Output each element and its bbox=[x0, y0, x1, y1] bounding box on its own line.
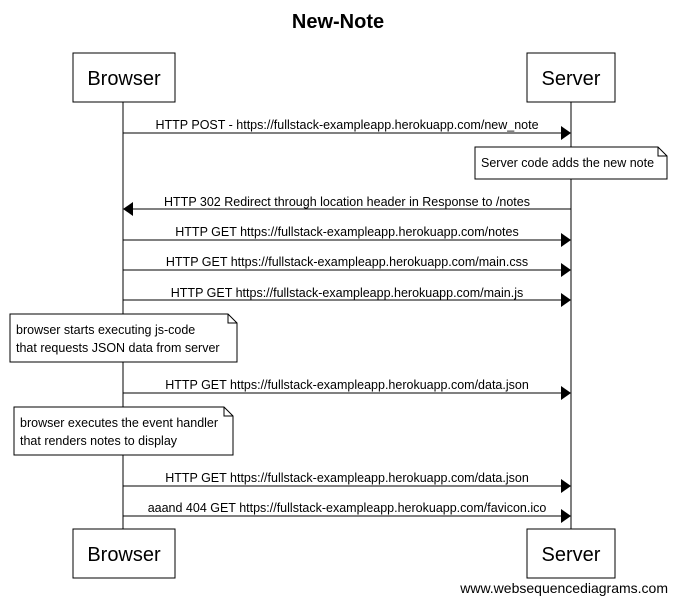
message-get-data-json-label: HTTP GET https://fullstack-exampleapp.he… bbox=[165, 378, 529, 392]
message-new-note-post-label: HTTP POST - https://fullstack-exampleapp… bbox=[155, 118, 538, 132]
note-server-adds-note: Server code adds the new note bbox=[474, 146, 668, 180]
arrowhead-right bbox=[561, 126, 571, 140]
note-browser-executes-js-line-1: browser starts executing js-code bbox=[16, 323, 195, 337]
message-302-redirect: HTTP 302 Redirect through location heade… bbox=[123, 195, 571, 216]
message-get-favicon: aaand 404 GET https://fullstack-examplea… bbox=[123, 501, 571, 523]
message-302-redirect-label: HTTP 302 Redirect through location heade… bbox=[164, 195, 530, 209]
arrowhead-right bbox=[561, 293, 571, 307]
message-get-data-json-2-label: HTTP GET https://fullstack-exampleapp.he… bbox=[165, 471, 529, 485]
footer-watermark: www.websequencediagrams.com bbox=[459, 580, 668, 596]
arrowhead-right bbox=[561, 233, 571, 247]
arrowhead-right bbox=[561, 263, 571, 277]
note-browser-executes-js: browser starts executing js-code that re… bbox=[9, 313, 238, 363]
message-get-favicon-label: aaand 404 GET https://fullstack-examplea… bbox=[148, 501, 547, 515]
message-get-main-js-label: HTTP GET https://fullstack-exampleapp.he… bbox=[171, 286, 523, 300]
message-get-main-css: HTTP GET https://fullstack-exampleapp.he… bbox=[123, 255, 571, 277]
message-get-notes-label: HTTP GET https://fullstack-exampleapp.he… bbox=[175, 225, 518, 239]
browser-actor-top-label: Browser bbox=[87, 68, 161, 90]
arrowhead-right bbox=[561, 479, 571, 493]
browser-actor-bottom-label: Browser bbox=[87, 544, 161, 566]
browser-actor-bottom: Browser bbox=[72, 528, 176, 579]
note-server-adds-note-line-1: Server code adds the new note bbox=[481, 156, 654, 170]
arrowhead-left bbox=[123, 202, 133, 216]
message-get-main-css-label: HTTP GET https://fullstack-exampleapp.he… bbox=[166, 255, 528, 269]
message-get-notes: HTTP GET https://fullstack-exampleapp.he… bbox=[123, 225, 571, 247]
diagram-title: New-Note bbox=[292, 11, 384, 33]
arrowhead-right bbox=[561, 386, 571, 400]
browser-actor-top: Browser bbox=[72, 52, 176, 103]
message-get-main-js: HTTP GET https://fullstack-exampleapp.he… bbox=[123, 286, 571, 307]
message-new-note-post: HTTP POST - https://fullstack-exampleapp… bbox=[123, 118, 571, 140]
server-actor-bottom-label: Server bbox=[542, 544, 601, 566]
server-actor-bottom: Server bbox=[526, 528, 616, 579]
note-browser-renders-notes-line-1: browser executes the event handler bbox=[20, 416, 218, 430]
note-browser-executes-js-line-2: that requests JSON data from server bbox=[16, 341, 220, 355]
server-actor-top-label: Server bbox=[542, 68, 601, 90]
server-actor-top: Server bbox=[526, 52, 616, 103]
note-browser-renders-notes-line-2: that renders notes to display bbox=[20, 434, 178, 448]
message-get-data-json-2: HTTP GET https://fullstack-exampleapp.he… bbox=[123, 471, 571, 493]
note-browser-renders-notes: browser executes the event handler that … bbox=[13, 406, 234, 456]
arrowhead-right bbox=[561, 509, 571, 523]
message-get-data-json: HTTP GET https://fullstack-exampleapp.he… bbox=[123, 378, 571, 400]
